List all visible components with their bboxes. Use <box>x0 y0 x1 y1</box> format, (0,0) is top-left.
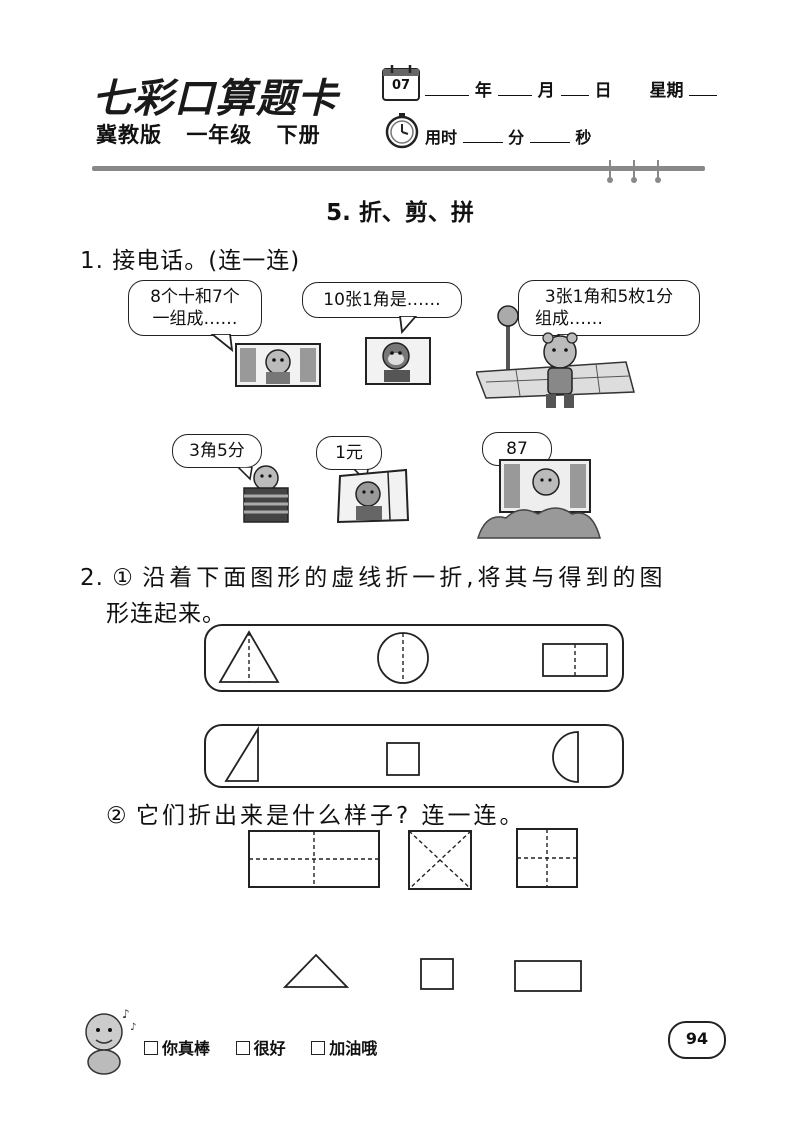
month-label: 月 <box>537 81 555 101</box>
checkbox-icon[interactable] <box>311 1041 326 1055</box>
year-label: 年 <box>474 81 492 101</box>
year-blank[interactable] <box>425 81 469 96</box>
part-2-marker: ② <box>106 803 128 829</box>
question-2-number: 2. <box>80 565 104 591</box>
circle-with-fold-line[interactable] <box>374 630 432 686</box>
question-1: 1. 接电话。(连一连) <box>80 241 300 275</box>
question-1-text: 接电话。(连一连) <box>112 248 301 274</box>
date-fields: 年 月 日 星期 <box>425 76 718 101</box>
month-blank[interactable] <box>497 81 532 96</box>
cat-in-box-illustration <box>240 462 292 524</box>
folded-results-panel <box>204 724 624 788</box>
minutes-blank[interactable] <box>462 128 503 143</box>
triangle-with-fold-line[interactable] <box>218 628 280 686</box>
small-rectangle-shape[interactable] <box>512 958 584 994</box>
mascot-illustration: ♪ ♪ <box>70 1004 140 1078</box>
part-1-text-line-2: 形连起来。 <box>106 601 226 627</box>
question-2-part-2: ② 它们折出来是什么样子? 连一连。 <box>106 796 525 830</box>
brand-title: 七彩口算题卡 <box>92 75 338 122</box>
cat-at-window-illustration <box>232 340 324 390</box>
weekday-label: 星期 <box>649 81 684 101</box>
header-divider <box>92 166 705 171</box>
caller-bubble-1: 8个十和7个 一组成…… <box>128 280 262 336</box>
time-fields: 用时 分 秒 <box>425 124 591 148</box>
rectangle-two-folds-shape[interactable] <box>246 828 382 890</box>
caller-bubble-3: 3张1角和5枚1分 组成…… <box>518 280 700 336</box>
square-cross-folds-shape[interactable] <box>514 826 580 890</box>
divider-pins-icon <box>604 158 674 184</box>
dog-at-window-illustration <box>334 468 412 524</box>
pig-at-balcony-illustration <box>476 452 604 542</box>
edition-info: 冀教版 一年级 下册 <box>96 119 337 149</box>
answer-bubble-1: 3角5分 <box>172 434 262 468</box>
answer-bubble-2: 1元 <box>316 436 382 470</box>
rectangle-with-fold-line[interactable] <box>540 642 610 678</box>
self-rating: 你真棒 很好 加油哦 <box>144 1035 397 1059</box>
calendar-day: 07 <box>391 78 411 93</box>
question-2-part-1: 2. ① 沿着下面图形的虚线折一折,将其与得到的图 <box>80 558 667 592</box>
small-triangle-shape[interactable] <box>282 952 350 990</box>
svg-text:♪: ♪ <box>130 1022 136 1033</box>
checkbox-icon[interactable] <box>235 1041 250 1055</box>
edition-grade: 一年级 <box>186 123 253 147</box>
time-label: 用时 <box>425 128 458 147</box>
rating-option-keep-going[interactable]: 加油哦 <box>311 1039 377 1058</box>
page-number: 94 <box>668 1021 726 1059</box>
bubble-tail-icon <box>396 315 420 335</box>
seconds-label: 秒 <box>575 128 592 147</box>
monkey-at-window-illustration <box>362 334 434 388</box>
checkbox-icon[interactable] <box>144 1041 158 1055</box>
edition-publisher: 冀教版 <box>96 123 162 147</box>
day-label: 日 <box>594 81 612 101</box>
bubble-tail-icon <box>209 333 234 353</box>
section-title: 5. 折、剪、拼 <box>326 200 474 226</box>
half-triangle-shape[interactable] <box>222 725 262 784</box>
part-1-text-line-1: 沿着下面图形的虚线折一折,将其与得到的图 <box>142 565 667 591</box>
part-2-text: 它们折出来是什么样子? 连一连。 <box>135 803 526 829</box>
clock-icon <box>383 112 421 150</box>
day-blank[interactable] <box>560 81 589 96</box>
small-square-shape[interactable] <box>418 956 456 992</box>
bubble-tail-icon <box>236 466 256 481</box>
part-1-marker: ① <box>112 565 134 591</box>
semicircle-shape[interactable] <box>548 730 582 784</box>
question-1-number: 1. <box>80 248 104 274</box>
calendar-icon: 07 <box>381 64 421 102</box>
square-shape[interactable] <box>384 740 422 778</box>
caller-bubble-2: 10张1角是…… <box>302 282 462 318</box>
minutes-label: 分 <box>508 128 525 147</box>
seconds-blank[interactable] <box>529 128 570 143</box>
square-diagonal-folds-shape[interactable] <box>406 828 474 892</box>
bear-at-phone-booth-illustration <box>474 302 636 414</box>
rating-option-great[interactable]: 你真棒 <box>144 1039 210 1058</box>
edition-volume: 下册 <box>276 123 321 147</box>
fold-shapes-panel <box>204 624 624 692</box>
rating-option-good[interactable]: 很好 <box>235 1039 286 1058</box>
svg-text:♪: ♪ <box>122 1007 130 1021</box>
weekday-blank[interactable] <box>689 81 718 96</box>
